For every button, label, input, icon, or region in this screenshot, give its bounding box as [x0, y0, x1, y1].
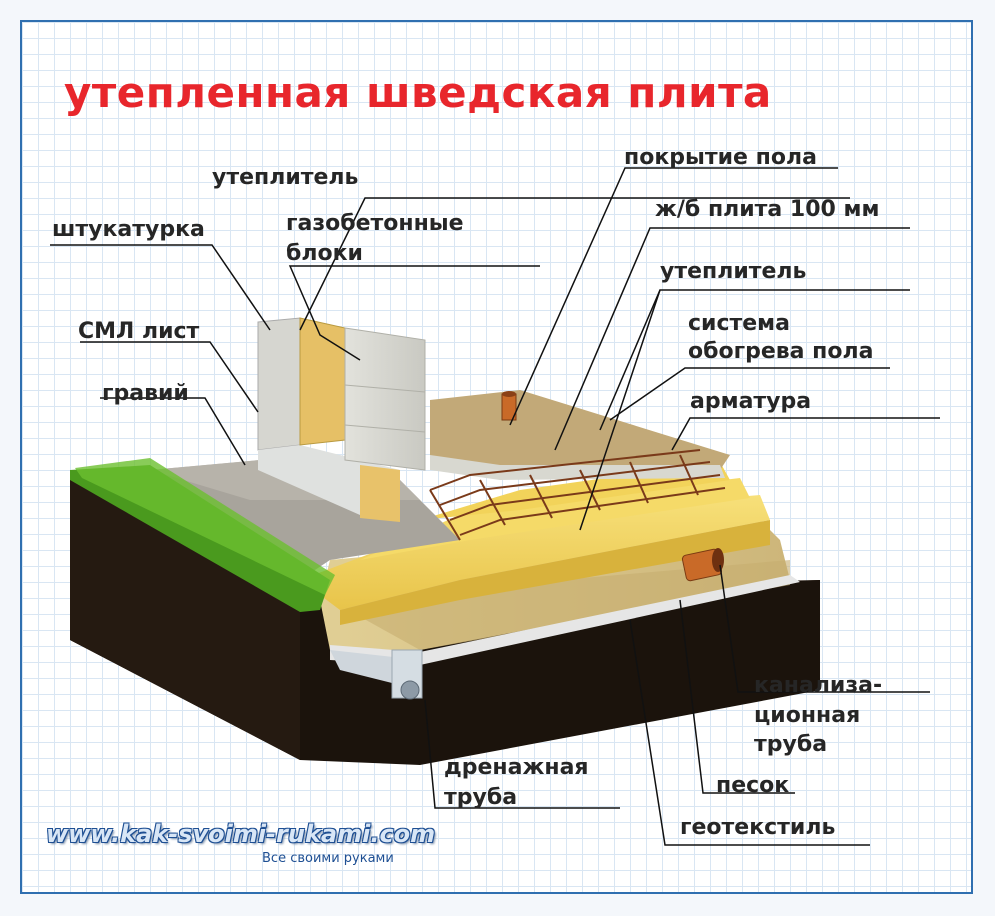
- diagram-title: утепленная шведская плита: [64, 68, 772, 117]
- label-sewer-1: канализа-: [754, 673, 883, 698]
- grass-strip: [70, 458, 335, 612]
- label-gas-concrete-2: блоки: [286, 241, 363, 266]
- geotextile-layer: [330, 575, 800, 665]
- label-heating-1: система: [688, 311, 790, 336]
- label-rc-slab: ж/б плита 100 мм: [655, 197, 880, 222]
- label-slab-insulation: утеплитель: [660, 259, 807, 284]
- rebar-mesh: [429, 449, 726, 541]
- sewer-pipe: [681, 548, 724, 582]
- floor-sewer-riser: [501, 391, 517, 421]
- label-gravel: гравий: [102, 381, 189, 406]
- label-sand: песок: [716, 773, 790, 798]
- watermark-tagline: Все своими руками: [262, 851, 394, 866]
- label-floor-covering: покрытие пола: [624, 145, 817, 170]
- watermark-url: www.kak-svoimi-rukami.com: [46, 820, 436, 848]
- label-heating-2: обогрева пола: [688, 339, 874, 364]
- label-sewer-2: ционная: [754, 703, 861, 728]
- label-rebar: арматура: [690, 389, 812, 414]
- label-gas-concrete-1: газобетонные: [286, 211, 464, 236]
- wall-assembly: [257, 317, 426, 522]
- label-drain-1: дренажная: [444, 755, 589, 780]
- label-sewer-3: труба: [754, 732, 828, 757]
- label-wall-insulation: утеплитель: [212, 165, 359, 190]
- drainage-pipe: [330, 649, 423, 700]
- label-sml-sheet: СМЛ лист: [78, 319, 200, 344]
- label-plaster: штукатурка: [52, 217, 205, 242]
- label-geotextile: геотекстиль: [680, 815, 836, 840]
- label-drain-2: труба: [444, 785, 518, 810]
- leader-lines: [50, 167, 940, 846]
